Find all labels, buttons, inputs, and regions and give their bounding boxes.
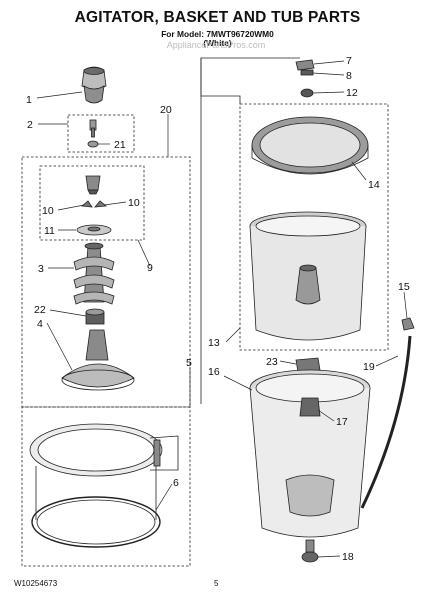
callout-7: 7 (346, 55, 352, 67)
balance-ring-part (251, 116, 369, 175)
callout-10-left: 10 (42, 205, 54, 217)
grouping-boxes (21, 57, 389, 567)
callout-2: 2 (27, 119, 33, 131)
callout-10-right: 10 (128, 197, 140, 209)
callout-19: 19 (363, 361, 375, 373)
callout-14: 14 (368, 179, 380, 191)
callout-20: 20 (160, 104, 172, 116)
callout-23: 23 (266, 356, 278, 368)
callout-12: 12 (346, 87, 358, 99)
group-box-9 (39, 165, 145, 241)
callout-8: 8 (346, 70, 352, 82)
outer-tub-part (249, 357, 371, 563)
group-box-20 (21, 156, 191, 408)
callout-9: 9 (147, 262, 153, 274)
callout-21: 21 (114, 139, 126, 151)
small-hardware-parts (295, 59, 315, 98)
connector-line-top (200, 57, 300, 104)
group-box-2 (67, 114, 135, 153)
callout-5: 5 (186, 357, 192, 369)
callout-6: 6 (173, 477, 179, 489)
callout-11: 11 (44, 225, 55, 237)
callout-4: 4 (37, 318, 43, 330)
callout-3: 3 (38, 263, 44, 275)
callout-1: 1 (26, 94, 32, 106)
tub-ring-part (29, 423, 179, 548)
leader-lines (36, 60, 408, 558)
hose-part (360, 317, 415, 509)
page-number: 5 (214, 579, 219, 588)
agitator-dogs-part (76, 175, 112, 236)
callout-13: 13 (208, 337, 220, 349)
group-box-5 (21, 406, 191, 567)
callout-16: 16 (208, 366, 220, 378)
callout-18: 18 (342, 551, 354, 563)
group-box-13-14 (239, 103, 389, 351)
document-number: W10254673 (14, 579, 58, 588)
bolt-part (87, 119, 99, 148)
callout-15: 15 (398, 281, 410, 293)
model-subtitle: For Model: 7MWT96720WM0 (161, 29, 274, 39)
page-title: AGITATOR, BASKET AND TUB PARTS (74, 9, 361, 26)
agitator-base-part (61, 329, 135, 391)
agitator-auger-part (73, 242, 115, 305)
watermark-text: AppliancePartsPros.com (167, 40, 266, 50)
callout-numbers: 1 2 21 20 10 10 11 9 3 22 4 5 6 7 8 12 1… (26, 55, 410, 563)
bearing-part (85, 308, 105, 325)
callout-22: 22 (34, 304, 46, 316)
color-subtitle: (White) (203, 38, 232, 48)
callout-17: 17 (336, 416, 348, 428)
basket-part (249, 211, 367, 341)
agitator-cap-part (81, 66, 107, 104)
